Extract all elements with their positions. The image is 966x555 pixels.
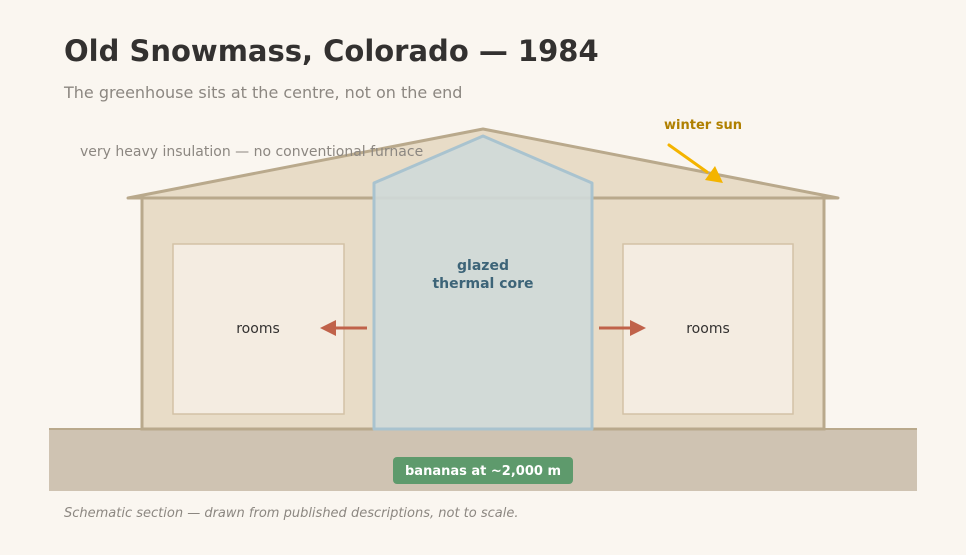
page-title: Old Snowmass, Colorado — 1984: [64, 34, 599, 68]
heat-arrow-left: [320, 320, 367, 336]
right-room: [622, 243, 794, 415]
page-subtitle: The greenhouse sits at the centre, not o…: [64, 83, 463, 102]
right-room-label: rooms: [686, 321, 730, 337]
ground-badge: [393, 457, 573, 484]
insulation-note: very heavy insulation — no conventional …: [80, 144, 423, 160]
ground-badge-label: bananas at ~2,000 m: [405, 464, 561, 479]
footer-caption: Schematic section — drawn from published…: [64, 506, 519, 521]
core-label-line1: glazed: [457, 258, 509, 274]
left-room-label: rooms: [236, 321, 280, 337]
glazed-core: [372, 134, 594, 431]
sun-label: winter sun: [664, 118, 742, 133]
sun-arrow: [667, 143, 723, 183]
core-label-line2: thermal core: [432, 276, 533, 292]
left-room: [172, 243, 345, 415]
heat-arrow-right: [599, 320, 646, 336]
